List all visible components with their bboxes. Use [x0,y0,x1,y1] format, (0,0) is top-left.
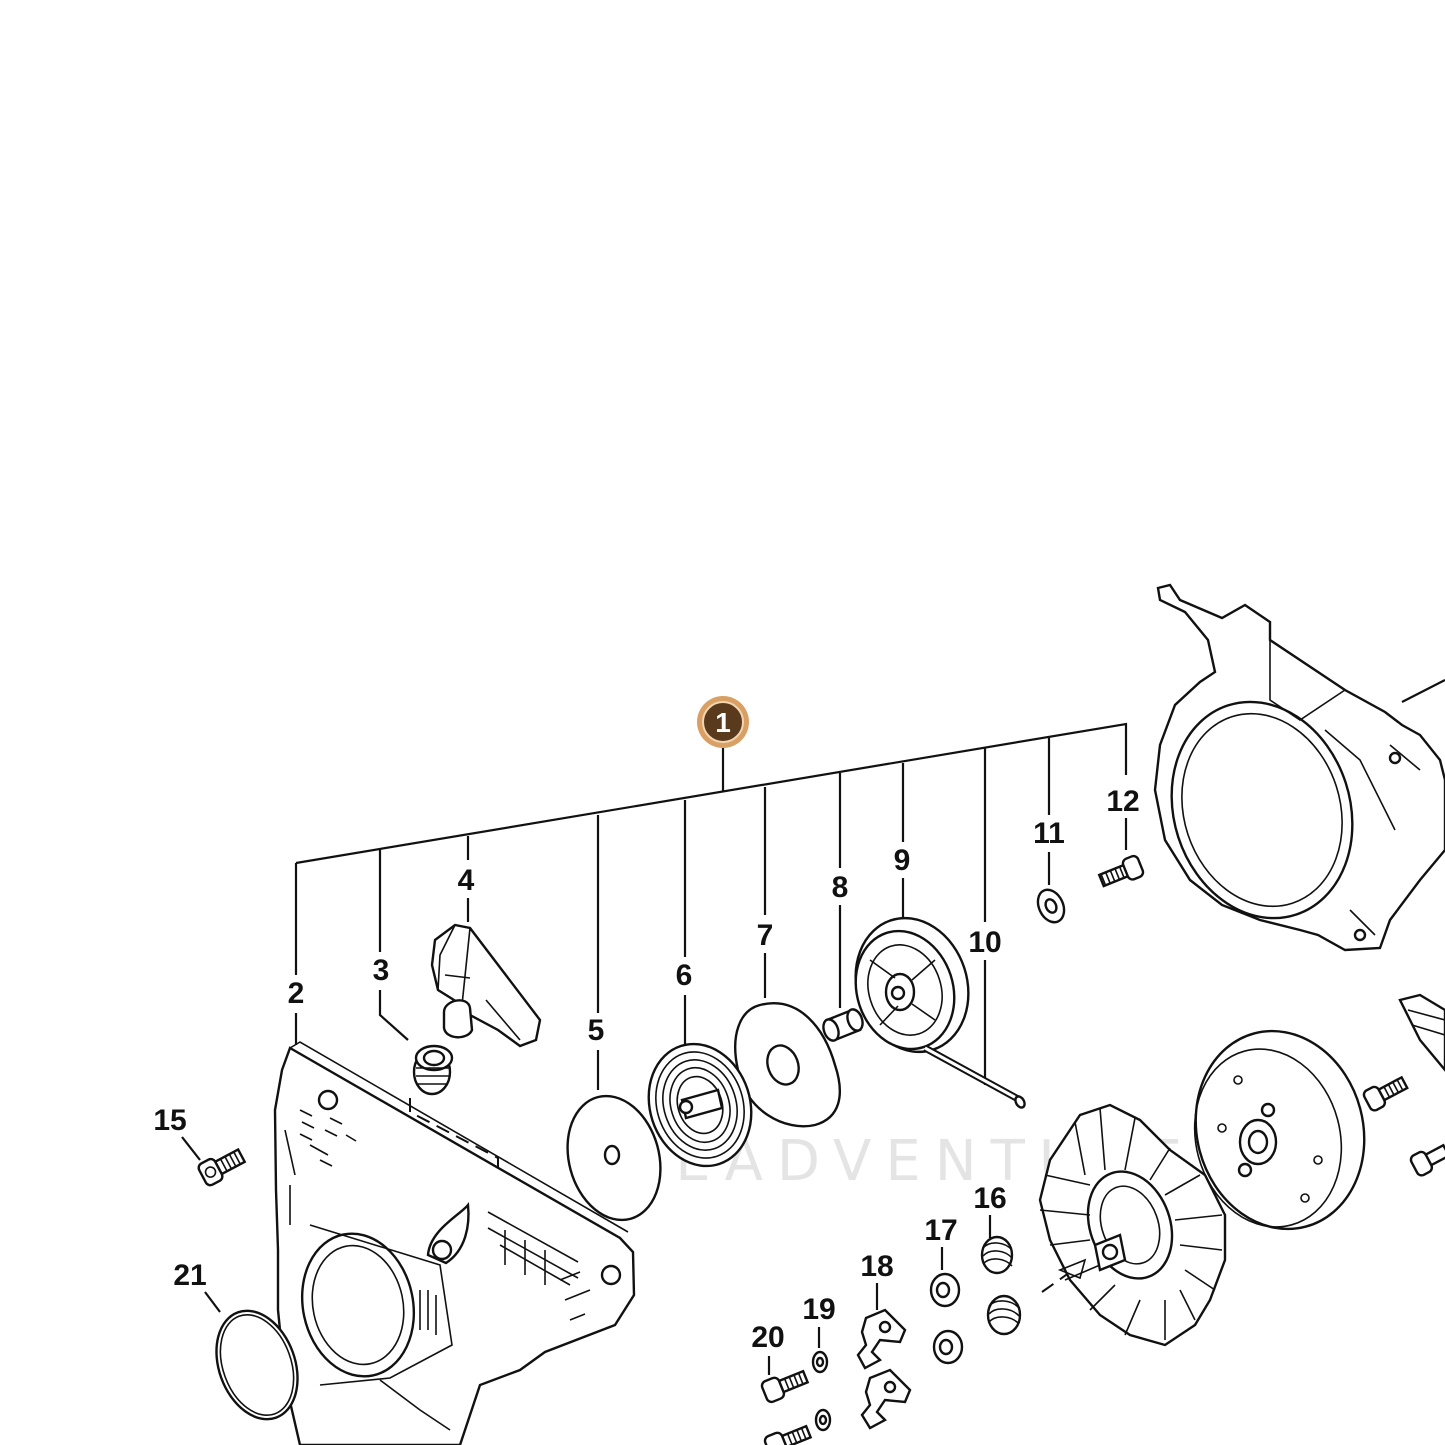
callout-4-label: 4 [458,864,475,897]
callout-10-label: 10 [968,926,1001,959]
assembly-bracket [294,722,1128,1090]
washer-19b [814,1408,832,1432]
screw-20b [763,1424,813,1445]
callout-3-label: 3 [373,954,390,987]
callout-1-badge[interactable]: 1 [697,696,749,748]
flywheel [1038,1103,1227,1347]
o-ring-21 [215,1309,299,1421]
callout-12-label: 12 [1106,785,1139,818]
spring-16b [986,1294,1022,1336]
washer-17b [932,1329,964,1365]
washer-5 [566,1094,662,1222]
callout-5-label: 5 [588,1014,605,1047]
clutch-drum [1193,1029,1366,1231]
callout-7-label: 7 [757,919,774,952]
washer-17a [929,1272,961,1308]
callout-17-label: 17 [924,1214,957,1247]
callout-6-label: 6 [676,959,693,992]
callout-9-label: 9 [894,844,911,877]
starter-rope-10 [923,1044,1026,1109]
grommet-3 [412,1044,454,1096]
callout-2-label: 2 [288,977,305,1010]
rewind-spring-6 [647,1042,753,1168]
pawl-18b [860,1368,912,1430]
pawl-18a [856,1308,907,1370]
screw-20a [760,1369,810,1404]
callout-15-label: 15 [153,1104,186,1137]
callout-8-label: 8 [832,871,849,904]
screw-15 [197,1147,247,1187]
callout-16-label: 16 [973,1182,1006,1215]
washer-11 [1036,888,1066,924]
bushing-8 [822,1008,864,1042]
spring-16a [980,1235,1014,1275]
callout-1-label: 1 [715,707,731,738]
washer-plate-7 [734,1002,842,1128]
starter-grip-4 [430,923,542,1048]
fan-housing-cover-2 [273,1041,636,1445]
rope-rotor-9 [854,916,970,1054]
screw-12 [1097,854,1145,888]
callout-20-label: 20 [751,1321,784,1354]
callout-21-label: 21 [173,1259,206,1292]
fan-housing [1153,583,1445,952]
partial-part-right [1398,993,1445,1072]
screw-right-1 [1362,1075,1409,1112]
screw-right-2 [1409,1143,1445,1177]
leader-lines [181,1098,1081,1375]
callout-11-label: 11 [1033,817,1065,850]
callout-19-label: 19 [802,1293,835,1326]
washer-19a [811,1350,829,1374]
callout-18-label: 18 [860,1250,893,1283]
